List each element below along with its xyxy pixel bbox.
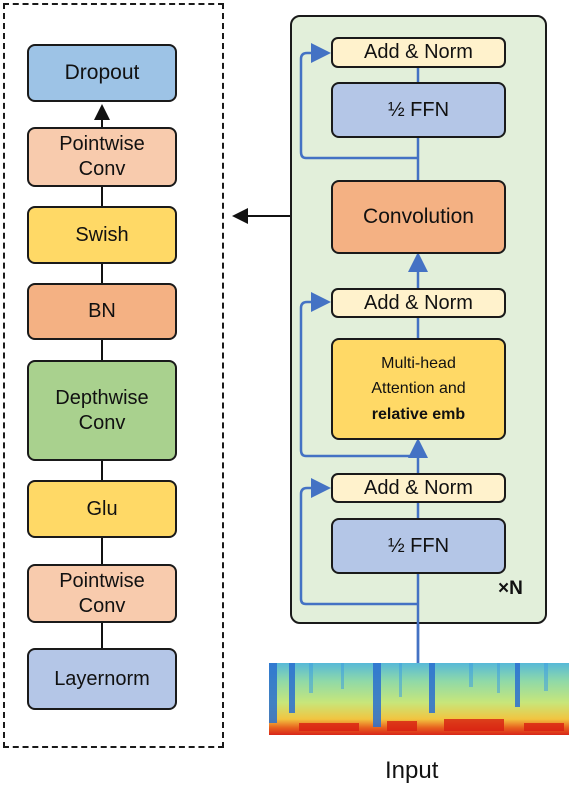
input-label: Input <box>385 757 439 784</box>
add-norm-bottom-label: Add & Norm <box>364 476 473 499</box>
pointwise-conv-top-box: Pointwise Conv <box>27 127 177 187</box>
convolution-box: Convolution <box>331 180 506 254</box>
add-norm-mid-box: Add & Norm <box>331 288 506 318</box>
swish-box: Swish <box>27 206 177 264</box>
add-norm-top-box: Add & Norm <box>331 37 506 68</box>
bn-label: BN <box>88 300 116 322</box>
swish-label: Swish <box>75 223 129 246</box>
ffn-bottom-label: ½ FFN <box>387 534 450 557</box>
mhsa-line1: Multi-head <box>381 354 456 372</box>
spectrogram-image <box>269 663 569 735</box>
convolution-label: Convolution <box>363 204 474 228</box>
mhsa-line2: Attention and <box>371 380 466 398</box>
pointwise-bottom-line2: Conv <box>78 594 126 617</box>
pointwise-top-line1: Pointwise <box>59 133 145 155</box>
dropout-box: Dropout <box>27 44 177 102</box>
ffn-bottom-box: ½ FFN <box>331 518 506 574</box>
add-norm-mid-label: Add & Norm <box>364 291 473 314</box>
mhsa-box: Multi-head Attention and relative emb <box>331 338 506 440</box>
depthwise-line1: Depthwise <box>55 386 149 409</box>
glu-label: Glu <box>86 497 118 520</box>
layernorm-label: Layernorm <box>54 667 150 690</box>
ffn-top-label: ½ FFN <box>387 98 450 121</box>
glu-box: Glu <box>27 480 177 538</box>
dropout-label: Dropout <box>64 60 140 84</box>
layernorm-box: Layernorm <box>27 648 177 710</box>
add-norm-top-label: Add & Norm <box>364 41 473 63</box>
pointwise-conv-bottom-box: Pointwise Conv <box>27 564 177 623</box>
depthwise-line2: Conv <box>78 411 126 434</box>
repeat-count-label: ×N <box>498 578 523 599</box>
pointwise-top-line2: Conv <box>78 158 126 180</box>
ffn-top-box: ½ FFN <box>331 82 506 138</box>
mhsa-line3: relative emb <box>371 405 466 423</box>
pointwise-bottom-line1: Pointwise <box>59 569 145 592</box>
conv-module-panel <box>3 3 224 748</box>
bn-box: BN <box>27 283 177 340</box>
add-norm-bottom-box: Add & Norm <box>331 473 506 503</box>
depthwise-conv-box: Depthwise Conv <box>27 360 177 461</box>
